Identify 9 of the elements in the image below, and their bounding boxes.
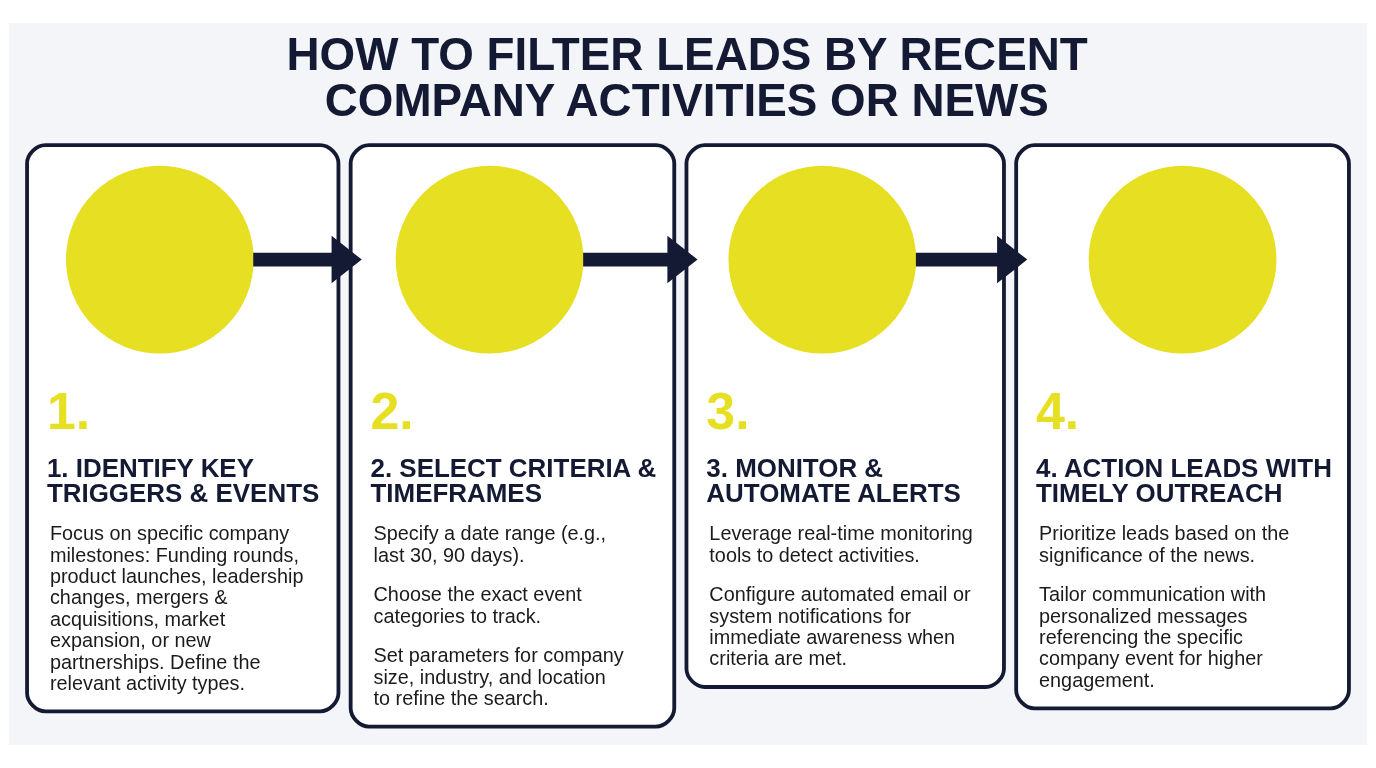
node-circle [728, 165, 917, 354]
arrow [915, 235, 1028, 284]
cluster: 4. 4. ACTION LEADS WITH TIMELY OUTREACH Prioritize leads based on the significance of the news. Tailor communication with personalized messages referencing the specific company event for higher engagement. [1014, 143, 1351, 711]
node-circle [395, 165, 584, 354]
arrow [583, 235, 698, 284]
arrow [253, 235, 362, 284]
diagram-title: HOW TO FILTER LEADS BY RECENT COMPANY ACTIVITIES OR NEWS [286, 29, 1088, 127]
node-circle [65, 165, 254, 354]
node-circle [1088, 165, 1277, 354]
